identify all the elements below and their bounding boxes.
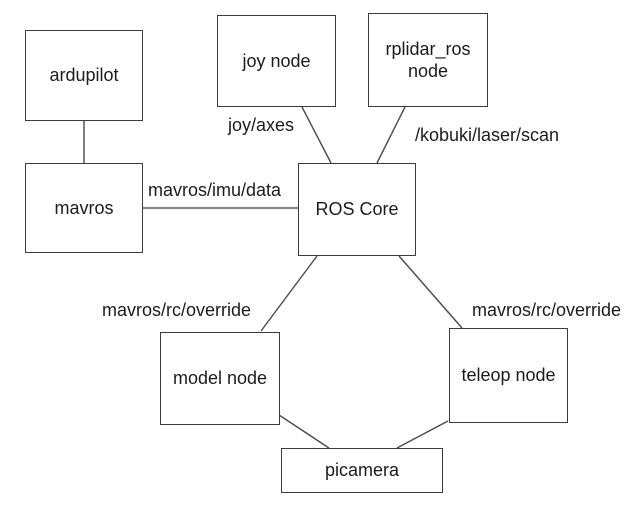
node-ros-core: ROS Core xyxy=(298,163,416,256)
edge-label-joy-axes: joy/axes xyxy=(228,115,295,135)
node-ardupilot-label: ardupilot xyxy=(49,65,119,86)
node-joy-node: joy node xyxy=(217,15,336,107)
edge-label-kobuki-laser-scan: /kobuki/laser/scan xyxy=(415,125,560,145)
node-teleop-node: teleop node xyxy=(449,328,568,423)
node-ardupilot: ardupilot xyxy=(25,30,143,121)
edge-rplidar-roscore xyxy=(376,106,406,164)
edge-roscore-modelnode xyxy=(260,255,318,332)
node-picamera: picamera xyxy=(281,448,443,493)
node-picamera-label: picamera xyxy=(324,460,400,481)
node-rplidar-ros-node-label: rplidar_ros node xyxy=(385,38,471,82)
node-mavros: mavros xyxy=(25,163,143,253)
node-model-node-label: model node xyxy=(172,368,268,389)
edge-label-mavros-rc-override-left: mavros/rc/override xyxy=(102,300,252,320)
edge-label-mavros-rc-override-right: mavros/rc/override xyxy=(472,300,622,320)
edge-label-mavros-imu-data: mavros/imu/data xyxy=(148,180,282,200)
edge-joynode-roscore xyxy=(301,106,332,164)
edge-teleopnode-picamera xyxy=(396,420,449,449)
node-ros-core-label: ROS Core xyxy=(315,199,399,220)
node-joy-node-label: joy node xyxy=(242,50,311,71)
node-teleop-node-label: teleop node xyxy=(461,365,556,386)
edge-modelnode-picamera xyxy=(278,414,330,449)
edge-roscore-teleopnode xyxy=(398,255,463,329)
node-model-node: model node xyxy=(160,332,280,425)
node-mavros-label: mavros xyxy=(54,197,114,218)
node-rplidar-ros-node: rplidar_ros node xyxy=(368,13,488,107)
